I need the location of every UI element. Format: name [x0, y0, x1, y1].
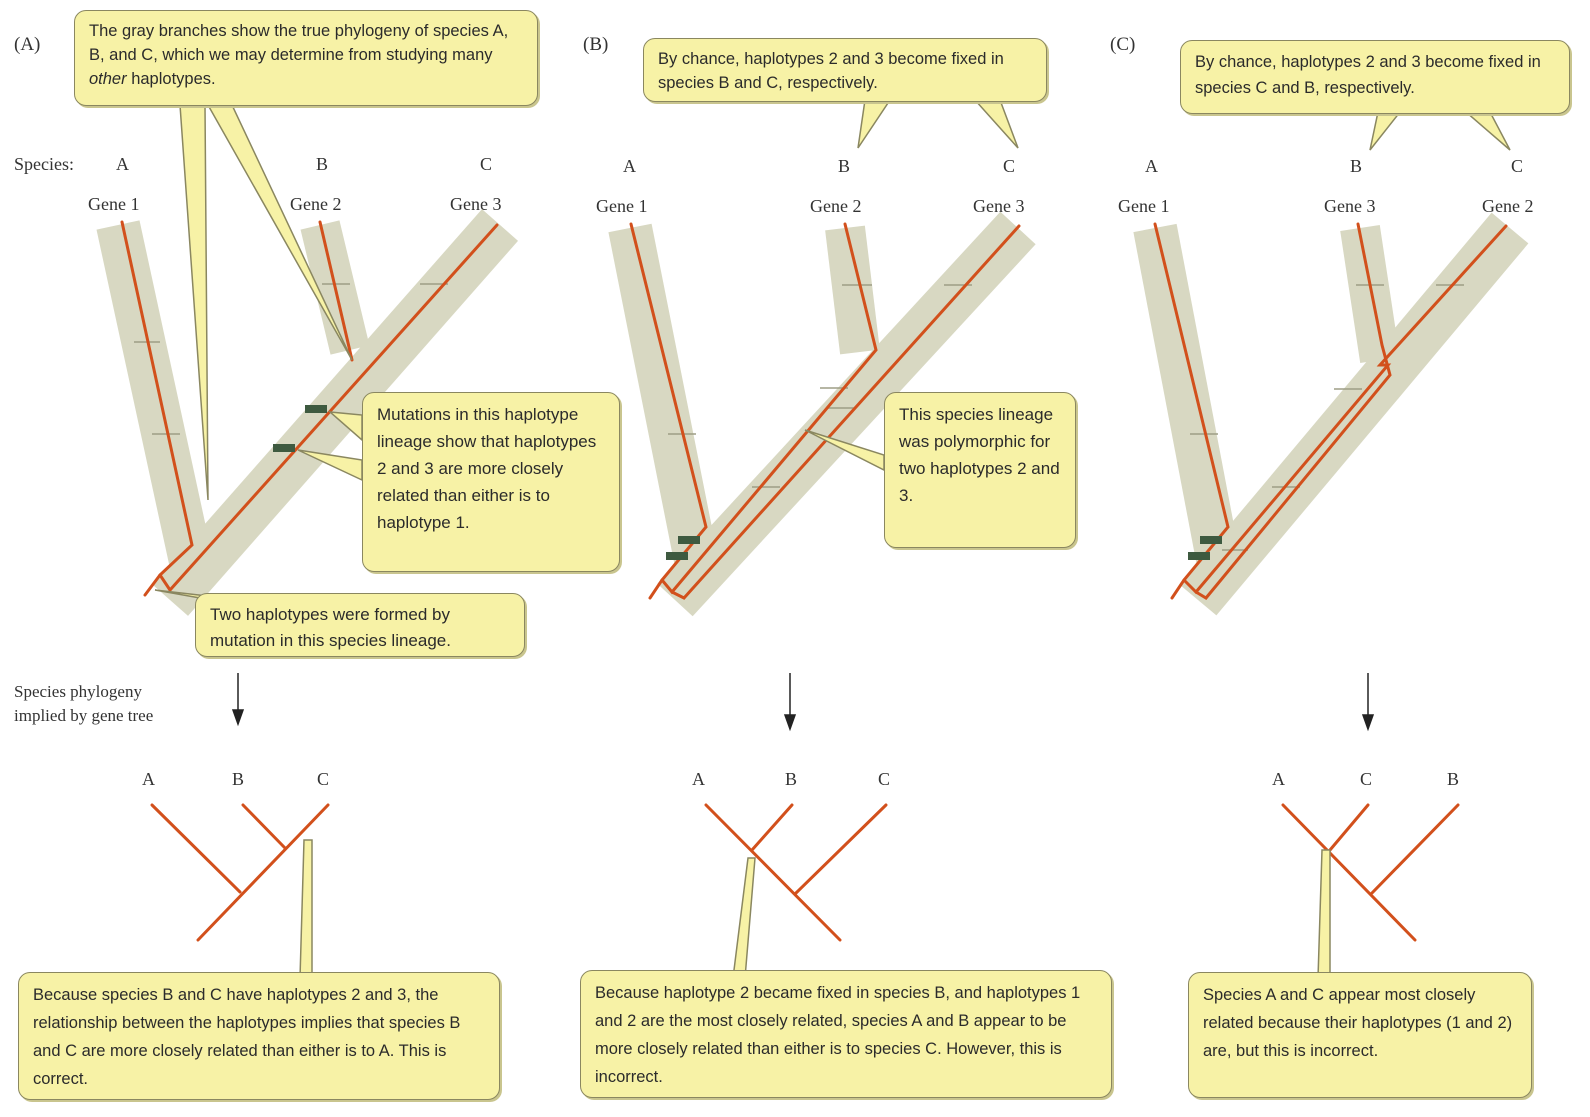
- panel-c-mutation-bar-2: [1188, 552, 1210, 560]
- panel-a-top-note-tail: haplotypes.: [126, 70, 216, 88]
- panel-c-bottom-note: Species A and C appear most closely rela…: [1203, 986, 1513, 1060]
- panel-b-top-note: By chance, haplotypes 2 and 3 become fix…: [658, 50, 1004, 92]
- panel-b-top-callout: By chance, haplotypes 2 and 3 become fix…: [643, 38, 1047, 102]
- panel-a-species-a: A: [116, 154, 129, 174]
- panel-a-mutation-bar-1: [305, 405, 327, 413]
- panel-a-species-b: B: [316, 154, 328, 174]
- panel-c-down-arrow: [1361, 673, 1375, 732]
- panel-c-species-c: C: [1511, 156, 1523, 176]
- panel-c-tree-label-3: B: [1447, 769, 1459, 789]
- panel-a-gene-2: Gene 2: [290, 194, 341, 214]
- panel-a-down-arrow: [231, 673, 245, 727]
- panel-b-gene-1: Gene 1: [596, 196, 647, 216]
- panel-b-implied-tree: A B C: [692, 769, 890, 979]
- panel-c-bottom-callout: Species A and C appear most closely rela…: [1188, 972, 1532, 1098]
- panel-a-origin-callout: Two haplotypes were formed by mutation i…: [195, 593, 525, 657]
- panel-a-tree-label-2: B: [232, 769, 244, 789]
- panel-a-tree-label-1: A: [142, 769, 155, 789]
- panel-a-species-c: C: [480, 154, 492, 174]
- panel-a-bottom-callout: Because species B and C have haplotypes …: [18, 972, 500, 1100]
- panel-b: (B) A B C Gene 1 Gene 2 Gene 3: [583, 34, 1036, 979]
- panel-b-poly-note: This species lineage was polymorphic for…: [899, 405, 1060, 505]
- panel-a-tree-label-3: C: [317, 769, 329, 789]
- implied-label-line-2: implied by gene tree: [14, 706, 153, 725]
- panel-a-origin-note: Two haplotypes were formed by mutation i…: [210, 605, 451, 650]
- panel-a-implied-tree: A B C: [142, 769, 330, 979]
- panel-a-species-tree-callout: The gray branches show the true phylogen…: [74, 10, 538, 106]
- panel-c-mutation-bar-1: [1200, 536, 1222, 544]
- panel-b-tree-label-2: B: [785, 769, 797, 789]
- panel-c-tree-label-1: A: [1272, 769, 1285, 789]
- panel-b-mutation-bar-1: [678, 536, 700, 544]
- panel-b-callout-pointers: [804, 99, 1019, 472]
- panel-b-species-b: B: [838, 156, 850, 176]
- panel-b-down-arrow: [783, 673, 797, 732]
- panel-b-tick-marks: [668, 284, 972, 488]
- panel-b-species-c: C: [1003, 156, 1015, 176]
- panel-b-species-a: A: [623, 156, 636, 176]
- panel-c-implied-tree: A C B: [1272, 769, 1460, 979]
- panel-b-tree-label-1: A: [692, 769, 705, 789]
- panel-c-gene-1: Gene 1: [1118, 196, 1169, 216]
- panel-a-bottom-note: Because species B and C have haplotypes …: [33, 986, 461, 1088]
- panel-a-callout-pointers: [154, 104, 363, 599]
- panel-b-bottom-note: Because haplotype 2 became fixed in spec…: [595, 984, 1081, 1086]
- panel-b-mutation-bar-2: [666, 552, 688, 560]
- panel-a-mutation-bar-2: [273, 444, 295, 452]
- panel-c-species-tree: [1133, 212, 1529, 616]
- panel-c-tree-label-2: C: [1360, 769, 1372, 789]
- panel-a-top-note-text: The gray branches show the true phylogen…: [89, 22, 509, 64]
- panel-a: (A) Species: A B C Gene 1 Gene 2 Gene 3: [14, 34, 519, 979]
- panel-c: (C) A B C Gene 1 Gene 3 Gene 2: [1110, 34, 1533, 979]
- species-prefix-label: Species:: [14, 154, 74, 174]
- panel-a-mutation-note: Mutations in this haplotype lineage show…: [377, 405, 597, 532]
- panel-b-bottom-callout: Because haplotype 2 became fixed in spec…: [580, 970, 1112, 1098]
- panel-c-gene-2: Gene 2: [1482, 196, 1533, 216]
- panel-a-gene-1: Gene 1: [88, 194, 139, 214]
- panel-a-gene-3: Gene 3: [450, 194, 501, 214]
- panel-c-species-a: A: [1145, 156, 1158, 176]
- panel-c-callout-pointers: [1369, 111, 1511, 151]
- panel-a-mutation-callout: Mutations in this haplotype lineage show…: [362, 392, 620, 572]
- panel-b-gene-2: Gene 2: [810, 196, 861, 216]
- panel-c-species-b: B: [1350, 156, 1362, 176]
- panel-b-polymorphic-callout: This species lineage was polymorphic for…: [884, 392, 1076, 548]
- implied-label-line-1: Species phylogeny: [14, 682, 142, 701]
- panel-c-top-note: By chance, haplotypes 2 and 3 become fix…: [1195, 53, 1541, 97]
- panel-c-gene-3: Gene 3: [1324, 196, 1375, 216]
- panel-a-top-note-em: other: [89, 70, 127, 88]
- panel-b-gene-3: Gene 3: [973, 196, 1024, 216]
- panel-c-top-callout: By chance, haplotypes 2 and 3 become fix…: [1180, 40, 1570, 114]
- panel-b-tree-label-3: C: [878, 769, 890, 789]
- panel-a-gene-tree: [120, 220, 499, 597]
- panel-c-letter: (C): [1110, 34, 1135, 55]
- panel-b-letter: (B): [583, 34, 608, 55]
- panel-a-letter: (A): [14, 34, 40, 55]
